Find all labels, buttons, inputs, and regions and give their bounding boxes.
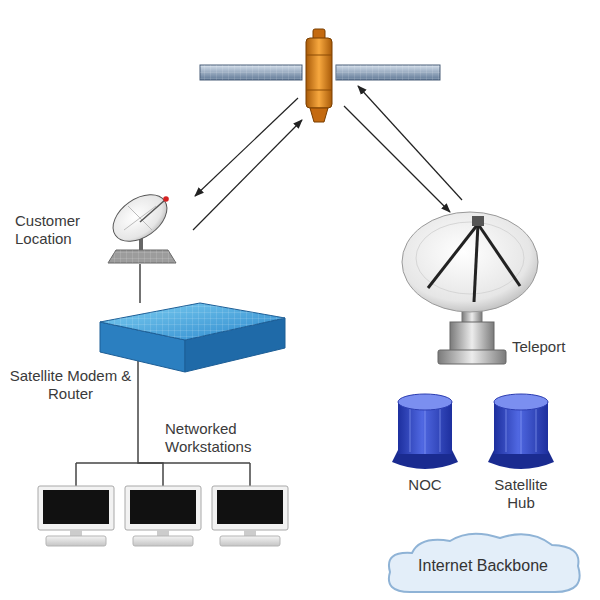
tower-rib	[506, 406, 507, 452]
monitor-screen	[130, 490, 196, 524]
monitor-neck	[157, 530, 169, 536]
downlink-arrow	[344, 106, 450, 212]
feed-strut	[474, 224, 478, 302]
dish-pedestal	[450, 322, 494, 352]
panel-grid	[336, 65, 440, 80]
monitor-frame	[212, 486, 288, 530]
dish-rim	[416, 222, 524, 294]
modem-icon	[100, 303, 285, 372]
monitor-icon	[38, 486, 114, 546]
monitor-frame	[38, 486, 114, 530]
monitor-icon	[212, 486, 288, 546]
cloud-node: Internet Backbone	[385, 540, 581, 592]
feed-arm	[140, 200, 165, 222]
monitor-frame	[125, 486, 201, 530]
dish-node: Customer Location	[105, 192, 177, 264]
body-band	[306, 90, 332, 91]
dish-base-grid	[108, 250, 176, 263]
tower-top	[398, 394, 452, 410]
drop-wire	[75, 463, 77, 486]
monitor-base	[46, 536, 106, 546]
radio-link-arrows	[193, 86, 462, 230]
modem-top	[100, 303, 285, 340]
dish-foot	[438, 350, 506, 364]
node-label: Internet Backbone	[385, 540, 581, 592]
satellite-body	[306, 38, 332, 108]
feed-strut	[478, 224, 520, 286]
satellite-nozzle	[310, 108, 328, 122]
node-label: Networked Workstations	[165, 420, 275, 456]
server-node: NOC	[394, 398, 456, 472]
server-tower-icon	[392, 394, 458, 469]
dish-reflector	[402, 212, 538, 312]
drop-wire	[249, 463, 251, 486]
monitor-screen	[217, 490, 283, 524]
network-bus	[76, 463, 250, 486]
node-label: NOC	[385, 476, 465, 494]
feed-horn	[163, 196, 169, 202]
panel-grid	[200, 65, 302, 80]
monitor-base	[220, 536, 280, 546]
modem-grid	[100, 303, 285, 340]
dish-base	[108, 250, 176, 263]
modem-node: Satellite Modem & Router	[100, 303, 285, 361]
tower-rib	[536, 406, 537, 452]
node-label: Satellite Hub	[481, 476, 561, 512]
monitor-base	[133, 536, 193, 546]
node-label: Customer Location	[15, 212, 97, 248]
solar-panel	[200, 65, 302, 80]
monitor-neck	[244, 530, 256, 536]
dish-reflector	[105, 185, 176, 251]
monitor-icon	[125, 486, 201, 546]
downlink-arrow	[195, 98, 298, 196]
server-tower-icon	[488, 394, 554, 469]
server-node: Satellite Hub	[490, 398, 552, 472]
bus-wire	[76, 462, 250, 464]
body-band	[306, 55, 332, 56]
link-line	[138, 361, 163, 486]
feed-horn	[472, 216, 484, 226]
dish-mesh	[124, 206, 156, 230]
monitor-screen	[43, 490, 109, 524]
teleport-node: Teleport	[402, 210, 538, 365]
tower-top	[494, 394, 548, 410]
uplink-arrow	[193, 120, 302, 230]
tower-rib	[410, 406, 411, 452]
node-label: Satellite Modem & Router	[8, 367, 133, 403]
dish-mesh	[128, 206, 152, 230]
node-label: Teleport	[512, 338, 592, 356]
satellite-icon	[200, 29, 440, 122]
solar-panel	[336, 65, 440, 80]
workstation-group: Networked Workstations	[38, 486, 288, 546]
tower-rib	[440, 406, 441, 452]
tower-rib	[425, 408, 426, 454]
customer-dish-icon	[105, 185, 176, 263]
uplink-arrow	[358, 86, 462, 200]
tower-rib	[521, 408, 522, 454]
feed-strut	[428, 224, 478, 288]
link-line	[139, 264, 141, 303]
monitor-neck	[70, 530, 82, 536]
feed-struts	[428, 224, 520, 302]
